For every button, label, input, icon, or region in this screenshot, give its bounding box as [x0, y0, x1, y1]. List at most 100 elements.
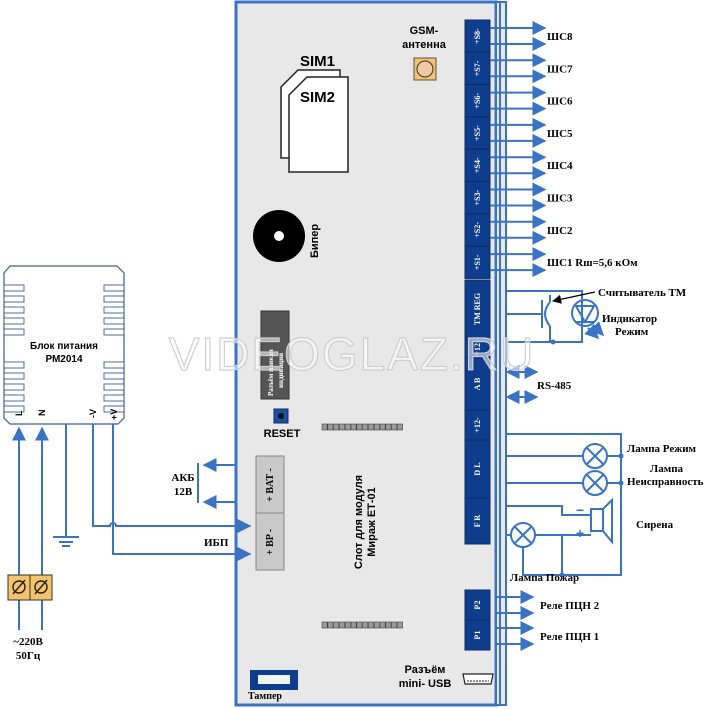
right-wiring — [490, 2, 547, 705]
bat-terminal-label: + BAT - — [265, 468, 276, 502]
psu-fin — [103, 394, 125, 402]
relay1-label: Реле ПЦН 1 — [540, 631, 599, 643]
relay2-label: Реле ПЦН 2 — [540, 600, 600, 612]
panel-connector[interactable] — [260, 310, 290, 400]
beeper-hole — [274, 231, 284, 241]
psu-fin — [103, 328, 125, 336]
reset-label: RESET — [264, 428, 301, 440]
terminal-+S7-[interactable] — [464, 51, 491, 86]
terminal-+S3-[interactable] — [464, 181, 491, 215]
sim1-label: SIM1 — [300, 53, 335, 70]
psu-fin — [103, 405, 125, 413]
psu-fin — [103, 295, 125, 303]
header-pin — [385, 621, 392, 629]
psu-fin — [3, 372, 25, 380]
terminal-P2[interactable] — [464, 589, 491, 621]
watermark: VIDEOGLAZ.RU — [169, 328, 536, 380]
zone-output-label: ШС6 — [547, 96, 573, 108]
psu-title-1: Блок питания — [30, 341, 98, 352]
terminal-label: TM REG — [473, 293, 482, 325]
terminal-+12-[interactable] — [464, 409, 491, 441]
module-slot-label-1: Слот для модуля — [353, 475, 365, 569]
psu-fin — [3, 405, 25, 413]
header-pin — [368, 423, 374, 431]
psu-fin — [3, 361, 25, 369]
psu-title-2: РМ2014 — [45, 354, 83, 365]
terminal-D-L[interactable] — [464, 439, 491, 499]
mains-terminal-block[interactable] — [7, 574, 53, 601]
header-pin — [350, 423, 357, 431]
lamp-fire-label: Лампа Пожар — [510, 572, 579, 584]
mini-usb-label-1: Разъём — [405, 664, 446, 676]
terminal-+S8-[interactable] — [464, 19, 491, 53]
header-pin — [321, 423, 328, 431]
bat-terminal-block[interactable] — [255, 455, 285, 514]
header-pin — [356, 423, 363, 431]
psu-fin — [103, 284, 125, 292]
reset-dot — [278, 413, 284, 419]
bp-terminal-label: + BP - — [265, 529, 276, 555]
zone-output-label: ШС7 — [547, 63, 573, 75]
header-pin — [327, 621, 334, 629]
terminal-P1[interactable] — [464, 619, 491, 651]
lamp-mode-label: Лампа Режим — [627, 443, 697, 455]
terminal-A-B[interactable] — [464, 357, 491, 411]
terminal-label: +12- — [473, 417, 482, 433]
reader-pointer-arrow — [552, 291, 596, 304]
psu-fin — [103, 306, 125, 314]
terminal-+S1-[interactable] — [464, 245, 491, 279]
terminal-F-R[interactable] — [464, 497, 491, 545]
psu-fin — [3, 295, 25, 303]
junction-dot — [550, 339, 556, 345]
header-pin — [321, 621, 328, 629]
psu-fin — [3, 284, 25, 292]
terminal-label: +12- — [473, 340, 482, 356]
mains-label-2: 50Гц — [16, 650, 41, 662]
indicator-label-1: Индикатор — [602, 313, 657, 325]
psu-pin-plus-v: +V — [109, 409, 119, 420]
header-pin — [385, 423, 392, 431]
siren-label: Сирена — [636, 519, 674, 531]
battery-label-1: АКБ — [171, 472, 194, 484]
rs485-label: RS-485 — [537, 380, 572, 392]
psu-pin-l: L — [14, 410, 24, 416]
terminal-+S2-[interactable] — [464, 213, 491, 247]
panel-connector-label-1: Разъём панели — [267, 349, 275, 396]
mini-usb-label-2: mini- USB — [399, 678, 452, 690]
header-pin — [344, 621, 351, 629]
header-pin — [333, 621, 340, 629]
header-pin — [379, 621, 386, 629]
power-supply-unit — [3, 265, 125, 425]
zone-output-label: ШС5 — [547, 128, 573, 140]
header-pin — [362, 423, 369, 431]
terminal-label: +S8- — [473, 28, 482, 44]
psu-pin-n: N — [37, 410, 47, 417]
terminal-label: A B — [473, 377, 482, 390]
header-pin — [397, 621, 403, 629]
terminal-label: +S5- — [473, 125, 482, 141]
psu-fin — [3, 328, 25, 336]
beeper-label: Бипер — [309, 224, 321, 258]
antenna-socket-icon — [416, 60, 434, 78]
terminal-label: +S1- — [473, 254, 482, 270]
tm-reader-label: Считыватель ТМ — [598, 287, 687, 299]
psu-fin — [103, 372, 125, 380]
tamper-label: Тампер — [248, 691, 282, 702]
terminal-label: +S7- — [473, 60, 482, 76]
indicator-label-2: Режим — [615, 326, 649, 338]
terminal-+S6-[interactable] — [464, 84, 491, 118]
psu-fin — [103, 317, 125, 325]
pin-header-top — [321, 423, 403, 431]
terminal-label: +S3- — [473, 189, 482, 205]
rs485-lines — [505, 365, 539, 404]
bp-terminal-block[interactable] — [255, 512, 285, 571]
lamp-fault-label-1: Лампа — [650, 463, 684, 475]
header-pin — [391, 423, 398, 431]
psu-fin — [103, 383, 125, 391]
mini-usb-port-icon — [462, 673, 494, 685]
gsm-antenna-label-2: антенна — [402, 39, 447, 51]
terminal-label: +S2- — [473, 222, 482, 238]
psu-fins — [3, 284, 125, 413]
lamp-fault-icon — [582, 470, 608, 496]
